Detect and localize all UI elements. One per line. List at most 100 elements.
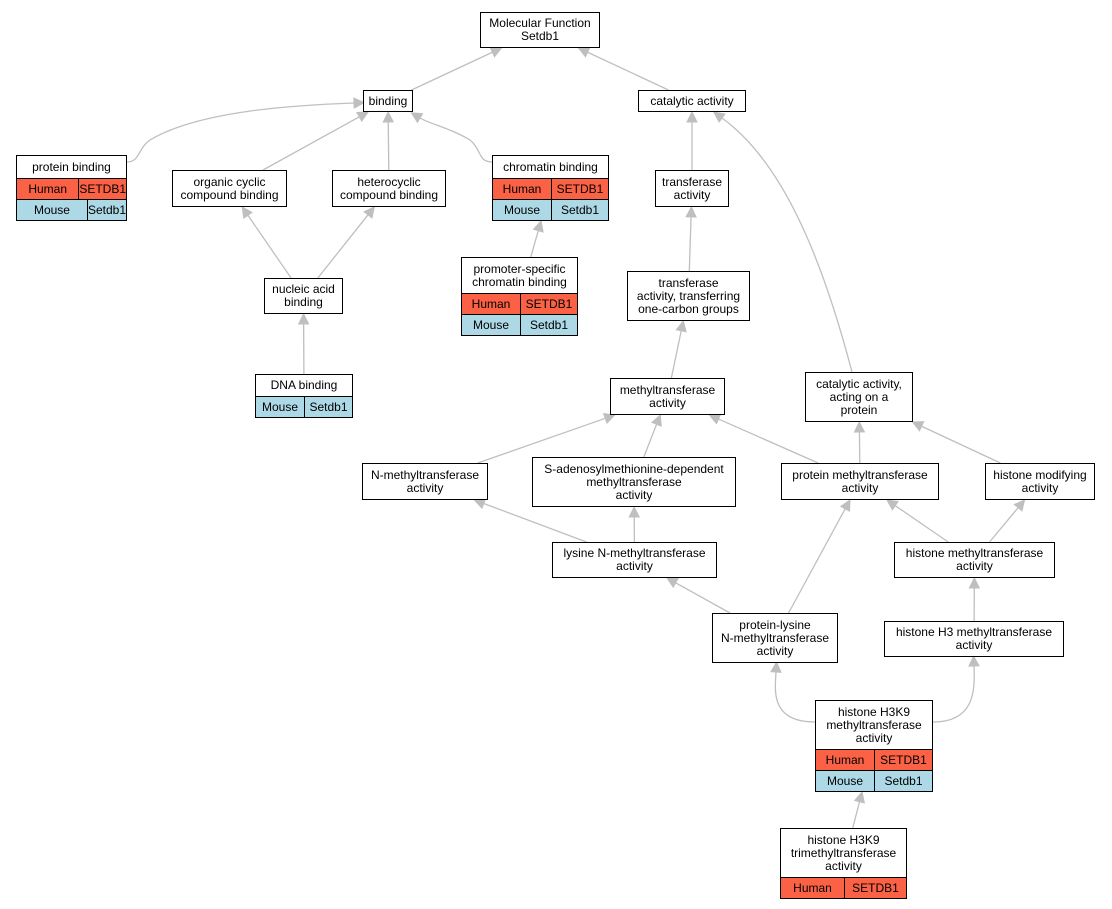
node-label: catalytic activity, acting on a protein bbox=[816, 376, 902, 417]
node-lysine-n[interactable]: lysine N-methyltransferase activity bbox=[552, 542, 717, 578]
node-label: lysine N-methyltransferase activity bbox=[563, 546, 706, 573]
node-label: promoter-specific chromatin binding bbox=[472, 261, 567, 289]
edge-protein-methyltransferase-to-catalytic-protein bbox=[853, 420, 866, 464]
edge-histone-h3k9-tri-to-histone-h3k9 bbox=[852, 790, 866, 829]
node-protein-methyltransferase[interactable]: protein methyltransferase activity bbox=[781, 463, 939, 500]
edge-catalytic-protein-to-catalytic bbox=[712, 111, 853, 373]
node-root[interactable]: Molecular Function Setdb1 bbox=[480, 12, 600, 48]
node-histone-h3[interactable]: histone H3 methyltransferase activity bbox=[884, 621, 1064, 657]
node-label: histone methyltransferase activity bbox=[905, 546, 1044, 573]
species-label: Human bbox=[462, 294, 521, 314]
edge-histone-h3-to-histone-methyltransferase bbox=[968, 576, 981, 622]
edge-protein-lysine-to-lysine-n bbox=[665, 577, 731, 614]
edge-n-methyltransferase-to-methyltransferase bbox=[477, 412, 616, 464]
node-methyltransferase[interactable]: methyltransferase activity bbox=[610, 378, 725, 415]
gene-symbol: Setdb1 bbox=[309, 399, 348, 414]
node-sam-dependent[interactable]: S-adenosylmethionine-dependent methyltra… bbox=[532, 457, 736, 507]
node-label: DNA binding bbox=[270, 378, 338, 392]
node-label: heterocyclic compound binding bbox=[339, 174, 439, 202]
edge-organic-cyclic-to-binding bbox=[262, 111, 370, 171]
edge-histone-modifying-to-catalytic-protein bbox=[911, 421, 1001, 464]
node-heterocyclic[interactable]: heterocyclic compound binding bbox=[332, 170, 446, 207]
gene-symbol: Setdb1 bbox=[560, 202, 600, 217]
node-binding[interactable]: binding bbox=[363, 90, 413, 112]
edge-histone-methyltransferase-to-protein-methyltransferase bbox=[886, 499, 949, 543]
edge-nucleic-acid-to-heterocyclic bbox=[317, 206, 375, 279]
edge-protein-methyltransferase-to-methyltransferase bbox=[708, 413, 819, 464]
edge-transferase-to-catalytic bbox=[686, 110, 698, 170]
node-label: histone H3 methyltransferase activity bbox=[895, 625, 1053, 652]
node-label: S-adenosylmethionine-dependent methyltra… bbox=[544, 461, 724, 502]
gene-row-human: Human SETDB1 bbox=[462, 293, 577, 314]
species-label: Mouse bbox=[462, 315, 521, 335]
edge-methyltransferase-to-transferase-onecarbon bbox=[670, 319, 687, 379]
gene-symbol: Setdb1 bbox=[87, 202, 126, 217]
edge-catalytic-to-root bbox=[577, 47, 669, 91]
node-protein-lysine[interactable]: protein-lysine N-methyltransferase activ… bbox=[712, 613, 838, 663]
node-n-methyltransferase[interactable]: N-methyltransferase activity bbox=[362, 463, 488, 500]
edge-binding-to-root bbox=[411, 47, 503, 91]
node-label: N-methyltransferase activity bbox=[370, 467, 480, 495]
gene-row-mouse: Mouse Setdb1 bbox=[816, 770, 932, 791]
node-histone-h3k9-tri[interactable]: histone H3K9 trimethyltransferase activi… bbox=[780, 828, 907, 899]
node-organic-cyclic[interactable]: organic cyclic compound binding bbox=[172, 170, 287, 207]
gene-symbol: SETDB1 bbox=[556, 181, 604, 196]
species-label: Human bbox=[493, 179, 552, 199]
gene-symbol: SETDB1 bbox=[852, 880, 899, 895]
node-histone-methyltransferase[interactable]: histone methyltransferase activity bbox=[894, 542, 1055, 578]
node-label: catalytic activity bbox=[650, 93, 734, 108]
edge-promoter-chromatin-to-chromatin-binding bbox=[530, 219, 544, 258]
node-label: binding bbox=[368, 93, 408, 108]
node-label: methyltransferase activity bbox=[619, 382, 716, 410]
node-label: organic cyclic compound binding bbox=[180, 174, 279, 202]
node-label: protein binding bbox=[32, 159, 111, 174]
species-label: Human bbox=[781, 878, 845, 898]
node-label: histone H3K9 trimethyltransferase activi… bbox=[790, 832, 897, 873]
edge-sam-dependent-to-methyltransferase bbox=[643, 413, 662, 458]
node-label: Molecular Function Setdb1 bbox=[489, 16, 591, 43]
edge-chromatin-binding-to-binding bbox=[410, 112, 493, 163]
edge-lysine-n-to-n-methyltransferase bbox=[473, 498, 587, 543]
node-label: nucleic acid binding bbox=[272, 282, 335, 309]
gene-symbol: SETDB1 bbox=[880, 752, 927, 767]
node-catalytic-protein[interactable]: catalytic activity, acting on a protein bbox=[805, 372, 913, 422]
gene-symbol: Setdb1 bbox=[884, 773, 923, 788]
gene-row-mouse: Mouse Setdb1 bbox=[256, 396, 352, 417]
node-label: histone modifying activity bbox=[993, 467, 1087, 495]
species-label: Human bbox=[17, 179, 80, 199]
species-label: Mouse bbox=[493, 200, 552, 220]
edge-histone-methyltransferase-to-histone-modifying bbox=[989, 499, 1026, 543]
species-label: Mouse bbox=[816, 771, 875, 791]
node-label: transferase activity bbox=[661, 174, 723, 202]
edge-lysine-n-to-sam-dependent bbox=[628, 505, 641, 543]
species-label: Human bbox=[816, 750, 875, 770]
node-nucleic-acid[interactable]: nucleic acid binding bbox=[264, 278, 343, 314]
edge-transferase-onecarbon-to-transferase bbox=[685, 205, 697, 272]
edge-protein-lysine-to-protein-methyltransferase bbox=[788, 499, 851, 614]
node-transferase-onecarbon[interactable]: transferase activity, transferring one-c… bbox=[627, 271, 750, 321]
node-label: transferase activity, transferring one-c… bbox=[636, 275, 741, 316]
node-histone-modifying[interactable]: histone modifying activity bbox=[985, 463, 1095, 500]
node-label: histone H3K9 methyltransferase activity bbox=[826, 704, 922, 745]
species-label: Mouse bbox=[256, 397, 305, 417]
species-label: Mouse bbox=[17, 200, 88, 220]
edge-dna-binding-to-nucleic-acid bbox=[297, 312, 310, 375]
edge-heterocyclic-to-binding bbox=[382, 110, 395, 171]
edge-protein-binding-to-binding bbox=[126, 97, 366, 163]
gene-row-mouse: Mouse Setdb1 bbox=[493, 199, 608, 220]
node-label: chromatin binding bbox=[503, 159, 598, 174]
node-catalytic[interactable]: catalytic activity bbox=[638, 90, 746, 112]
gene-symbol: SETDB1 bbox=[525, 296, 573, 311]
node-label: protein-lysine N-methyltransferase activ… bbox=[720, 617, 830, 658]
node-transferase[interactable]: transferase activity bbox=[655, 170, 729, 207]
node-label: protein methyltransferase activity bbox=[792, 467, 928, 495]
gene-symbol: Setdb1 bbox=[529, 317, 569, 332]
